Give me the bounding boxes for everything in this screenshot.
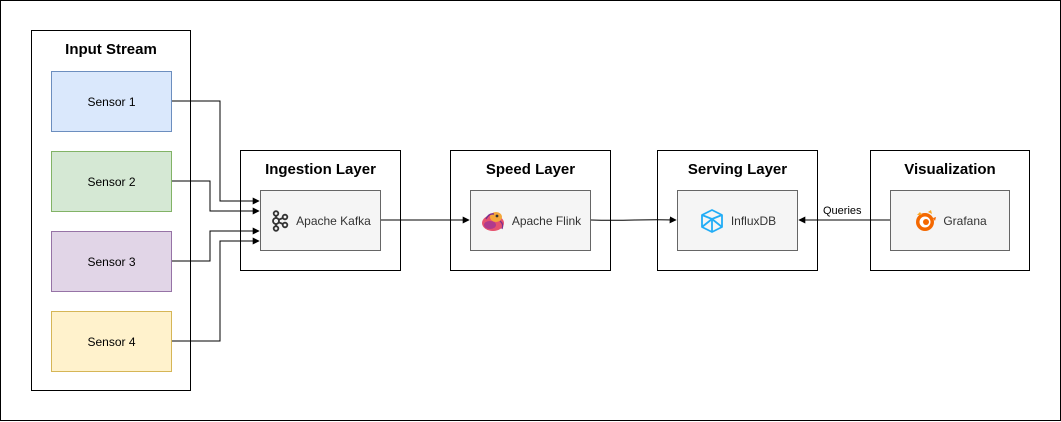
apache-flink-label: Apache Flink (511, 213, 582, 228)
sensor-4[interactable]: Sensor 4 (51, 311, 172, 372)
visualization-title: Visualization (904, 161, 996, 178)
apache-kafka-node[interactable]: Apache Kafka (260, 190, 381, 251)
ingestion-layer-title: Ingestion Layer (265, 161, 376, 178)
sensor-3[interactable]: Sensor 3 (51, 231, 172, 292)
input-stream-title: Input Stream (65, 41, 157, 58)
influxdb-icon (699, 208, 725, 234)
sensor-2[interactable]: Sensor 2 (51, 151, 172, 212)
influxdb-label: InfluxDB (730, 213, 777, 228)
grafana-icon (913, 209, 937, 233)
apache-kafka-label: Apache Kafka (296, 213, 371, 228)
serving-layer-title: Serving Layer (687, 161, 788, 178)
queries-edge-label: Queries (821, 205, 864, 217)
grafana-node[interactable]: Grafana (890, 190, 1010, 251)
speed-layer-title: Speed Layer (485, 161, 576, 178)
influxdb-node[interactable]: InfluxDB (677, 190, 798, 251)
sensor-1[interactable]: Sensor 1 (51, 71, 172, 132)
apache-flink-node[interactable]: Apache Flink (470, 190, 591, 251)
flink-icon (480, 209, 506, 233)
grafana-label: Grafana (943, 213, 987, 228)
kafka-icon (270, 209, 290, 232)
